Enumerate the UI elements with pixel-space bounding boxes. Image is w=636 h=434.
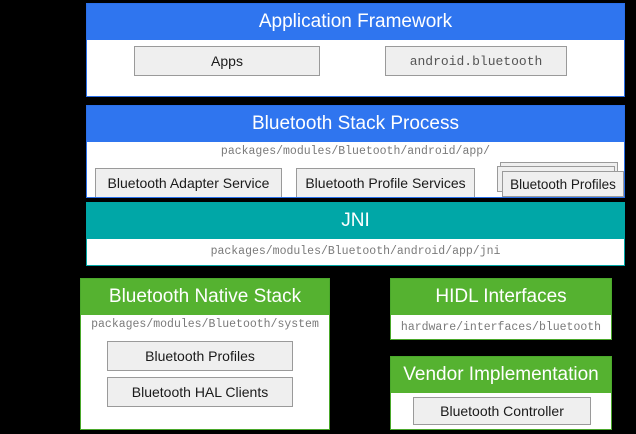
application-framework-body: Apps android.bluetooth — [87, 40, 624, 96]
box-android-bluetooth[interactable]: android.bluetooth — [385, 46, 567, 76]
hidl-interfaces-header: HIDL Interfaces — [391, 279, 611, 315]
bluetooth-stack-process-header: Bluetooth Stack Process — [87, 106, 624, 142]
box-bluetooth-controller[interactable]: Bluetooth Controller — [413, 397, 591, 425]
box-apps[interactable]: Apps — [134, 46, 320, 76]
vendor-implementation-header: Vendor Implementation — [391, 357, 611, 393]
native-stack-path-label: packages/modules/Bluetooth/system — [91, 318, 319, 331]
application-framework-header: Application Framework — [87, 4, 624, 40]
stack-process-path-label: packages/modules/Bluetooth/android/app/ — [220, 145, 491, 158]
jni-body: packages/modules/Bluetooth/android/app/j… — [87, 239, 624, 265]
stack-card-front-label[interactable]: Bluetooth Profiles — [502, 171, 624, 197]
box-bluetooth-profiles-native[interactable]: Bluetooth Profiles — [107, 341, 293, 371]
panel-vendor-implementation: Vendor Implementation Bluetooth Controll… — [390, 356, 612, 430]
box-bluetooth-profiles-stack[interactable]: Bluetooth Profiles — [494, 162, 624, 197]
panel-hidl-interfaces: HIDL Interfaces hardware/interfaces/blue… — [390, 278, 612, 340]
panel-application-framework: Application Framework Apps android.bluet… — [86, 3, 625, 97]
box-bluetooth-adapter-service[interactable]: Bluetooth Adapter Service — [95, 168, 282, 197]
box-bluetooth-profile-services[interactable]: Bluetooth Profile Services — [296, 168, 475, 197]
panel-bluetooth-stack-process: Bluetooth Stack Process packages/modules… — [86, 105, 625, 198]
panel-jni: JNI packages/modules/Bluetooth/android/a… — [86, 202, 625, 266]
bluetooth-native-stack-header: Bluetooth Native Stack — [81, 279, 329, 315]
jni-path-label: packages/modules/Bluetooth/android/app/j… — [210, 245, 501, 258]
hidl-interfaces-body: hardware/interfaces/bluetooth — [391, 315, 611, 339]
vendor-implementation-body: Bluetooth Controller — [391, 393, 611, 429]
hidl-path-label: hardware/interfaces/bluetooth — [400, 321, 602, 334]
bluetooth-native-stack-body: packages/modules/Bluetooth/system Blueto… — [81, 315, 329, 429]
bluetooth-stack-process-body: packages/modules/Bluetooth/android/app/ … — [87, 142, 624, 197]
jni-header: JNI — [87, 203, 624, 239]
box-bluetooth-hal-clients[interactable]: Bluetooth HAL Clients — [107, 377, 293, 407]
panel-bluetooth-native-stack: Bluetooth Native Stack packages/modules/… — [80, 278, 330, 430]
